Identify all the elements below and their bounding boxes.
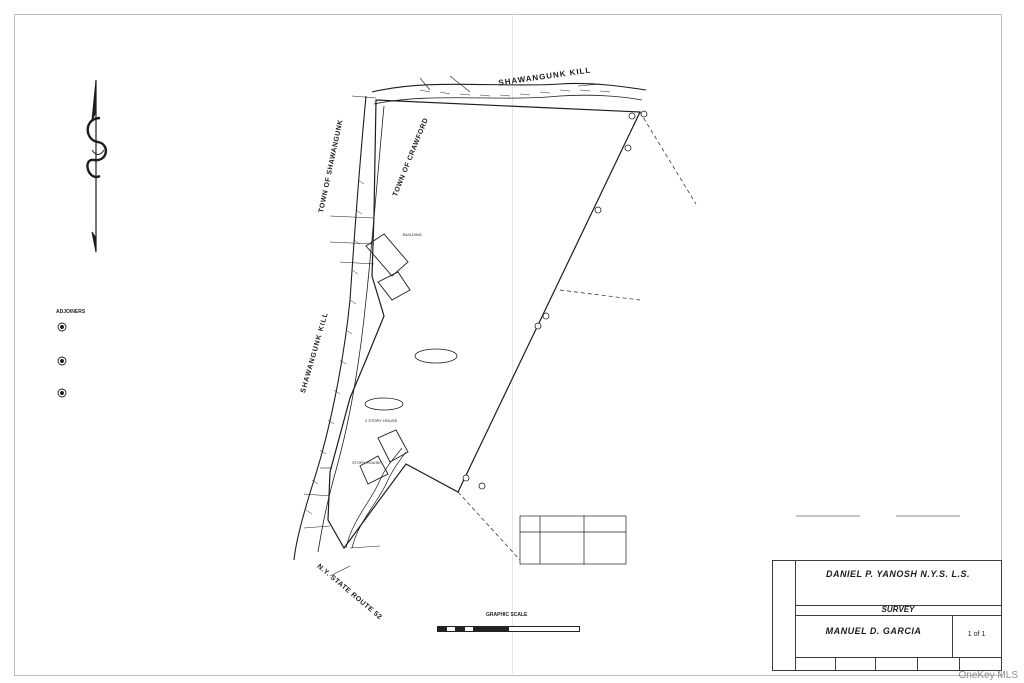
sheet-border xyxy=(14,14,1002,676)
utility-pole-markers xyxy=(462,110,648,490)
graphic-scale-title: GRAPHIC SCALE xyxy=(486,612,528,618)
buildings xyxy=(359,233,411,485)
legend-title: ADJOINERS xyxy=(56,309,86,315)
document-type: SURVEY xyxy=(881,605,915,614)
info-cell-divider xyxy=(917,657,918,670)
info-cell-divider xyxy=(959,657,960,670)
bearing-tick-lines xyxy=(303,75,601,577)
sheet-number: 1 of 1 xyxy=(967,631,986,638)
client-row: MANUEL D. GARCIA 1 of 1 xyxy=(795,615,1001,658)
client-name: MANUEL D. GARCIA xyxy=(825,626,922,636)
document-type-row: SURVEY xyxy=(795,605,1001,616)
building-label: BUILDING xyxy=(403,232,422,237)
north-arrow-icon xyxy=(86,79,107,253)
driveway xyxy=(345,447,407,549)
kill-water-hatching xyxy=(305,89,611,515)
info-cell-divider xyxy=(875,657,876,670)
center-fold-line xyxy=(512,14,513,674)
lot-designation-ovals xyxy=(364,348,458,411)
adjoiner-lot-lines xyxy=(457,111,697,561)
title-block-seal-column xyxy=(773,561,796,670)
info-cell-divider xyxy=(835,657,836,670)
surveyor-name: DANIEL P. YANOSH N.Y.S. L.S. xyxy=(825,569,971,579)
house-label-2: STORY HOUSE xyxy=(352,460,381,465)
kill-shoreline xyxy=(293,82,647,561)
title-block-info-row xyxy=(795,657,1001,670)
listing-watermark: OneKey MLS xyxy=(958,670,1018,681)
line-chart-table xyxy=(519,515,627,565)
graphic-scale-bar xyxy=(437,622,581,632)
surveyor-row: DANIEL P. YANOSH N.Y.S. L.S. xyxy=(795,561,1001,606)
client-sheet-divider xyxy=(952,615,953,657)
adjoiner-legend-symbols xyxy=(57,322,67,398)
title-block: DANIEL P. YANOSH N.Y.S. L.S. SURVEY MANU… xyxy=(772,560,1002,671)
house-label: 2 STORY HOUSE xyxy=(365,418,398,423)
